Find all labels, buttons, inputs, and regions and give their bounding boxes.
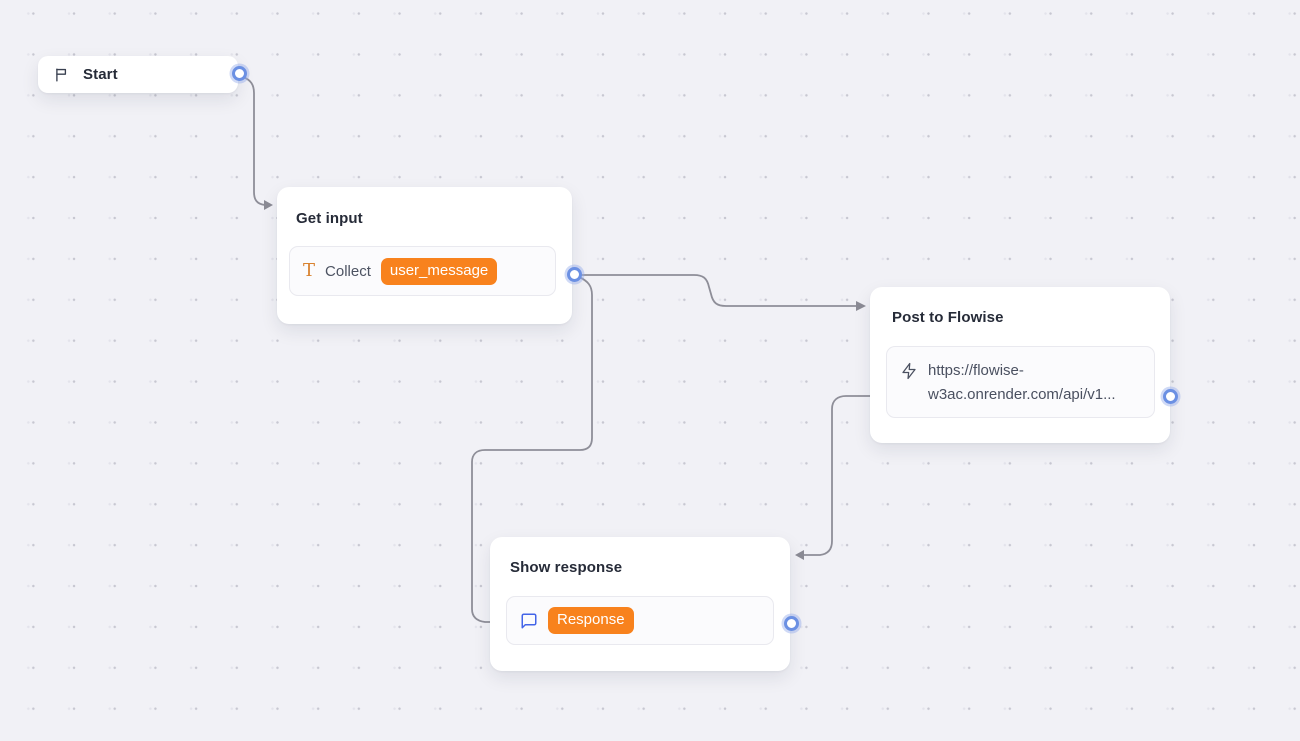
variable-badge-response: Response [548,607,634,634]
edge-post-to-flowise-to-show-response[interactable] [803,395,872,556]
node-show-response-title: Show response [510,559,623,576]
chat-bubble-icon [520,612,538,630]
edge-get-input-to-post-to-flowise[interactable] [581,274,857,307]
node-start[interactable]: Start [38,56,238,93]
output-port-show-response[interactable] [784,616,799,631]
node-start-title: Start [83,66,118,83]
zap-icon [900,362,918,380]
text-icon: T [303,260,316,281]
node-show-response[interactable]: Show response Response [490,537,790,671]
edge-get-input-to-post-to-flowise-arrowhead [856,301,866,311]
edge-post-to-flowise-to-show-response-arrowhead [795,550,804,560]
edge-start-to-get-input-arrowhead [264,200,273,210]
variable-badge-user-message: user_message [380,257,498,285]
node-get-input-title: Get input [296,210,363,227]
edge-start-to-get-input[interactable] [242,76,266,206]
node-get-input[interactable]: Get input T Collect user_message [277,187,572,324]
message-block[interactable]: Response [506,596,774,645]
request-url: https://flowise- w3ac.onrender.com/api/v… [928,362,1116,403]
http-request-block[interactable]: https://flowise- w3ac.onrender.com/api/v… [886,346,1155,418]
output-port-post-to-flowise[interactable] [1163,389,1178,404]
output-port-start[interactable] [232,66,247,81]
flag-icon [53,66,70,83]
edge-get-input-to-show-response[interactable] [471,276,593,623]
output-port-get-input[interactable] [567,267,582,282]
node-post-to-flowise[interactable]: Post to Flowise https://flowise- w3ac.on… [870,287,1170,443]
collect-label: Collect [325,262,371,280]
node-post-to-flowise-title: Post to Flowise [892,309,1004,326]
collect-input-block[interactable]: T Collect user_message [289,246,556,296]
